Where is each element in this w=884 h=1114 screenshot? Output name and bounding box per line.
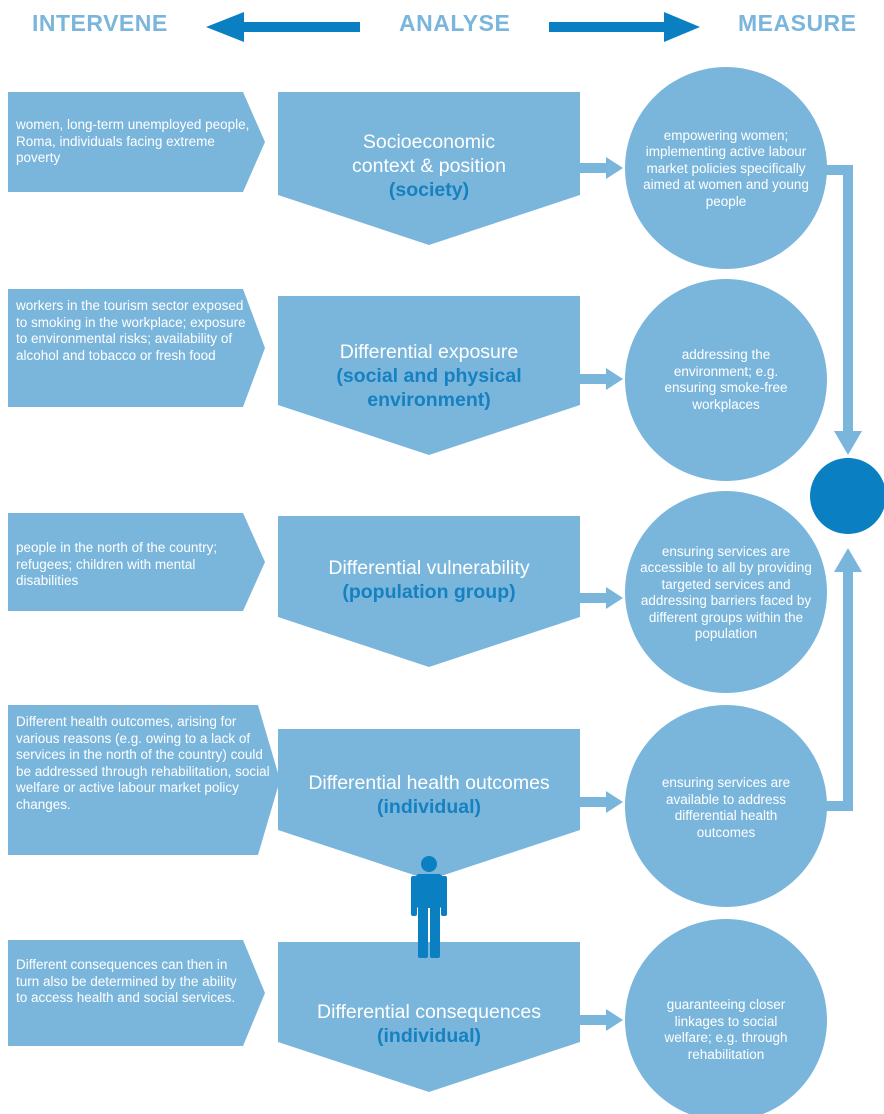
- analysis-title-5: Differential consequences: [316, 1001, 542, 1023]
- header-measure: MEASURE: [738, 10, 857, 36]
- analysis-title-3: Differential vulnerability: [328, 557, 530, 579]
- analysis-subtitle-2: (social and physical environment): [336, 365, 522, 411]
- analysis-pentagon-1: [278, 92, 580, 245]
- analysis-title-2: Differential exposure: [339, 341, 519, 363]
- connector-arrow-5: [580, 1009, 623, 1031]
- measure-text-3: ensuring services are accessible to all …: [640, 543, 812, 642]
- population-box-1: [8, 92, 265, 192]
- analysis-subtitle-3: (population group): [342, 581, 516, 603]
- analysis-text-1: Socioeconomic context & position (societ…: [278, 130, 580, 202]
- header-arrow-left: [206, 12, 360, 42]
- population-box-4: [8, 705, 280, 855]
- measure-circle-2: [625, 279, 827, 481]
- hub-circle: [810, 458, 884, 534]
- measure-text-5: guaranteeing closer linkages to social w…: [664, 997, 788, 1062]
- analysis-subtitle-4: (individual): [377, 796, 481, 818]
- analysis-title-4: Differential health outcomes: [308, 772, 550, 794]
- connector-arrow-3: [580, 587, 623, 609]
- analysis-text-3: Differential vulnerability (population g…: [278, 556, 580, 604]
- analysis-pentagon-3: [278, 516, 580, 667]
- feedback-arrow-up: [822, 548, 862, 811]
- population-text-1: women, long-term unemployed people, Roma…: [16, 117, 250, 165]
- connector-arrow-4: [580, 791, 623, 813]
- population-text-4: Different health outcomes, arising for v…: [16, 714, 270, 812]
- measure-circle-1: [625, 67, 827, 269]
- analysis-title-1: Socioeconomic context & position: [352, 131, 506, 177]
- feedback-arrow-down: [822, 165, 862, 455]
- connector-arrow-1: [580, 157, 623, 179]
- analysis-pentagon-5: [278, 942, 580, 1092]
- header-analyse: ANALYSE: [399, 10, 511, 36]
- analysis-text-5: Differential consequences (individual): [278, 1000, 580, 1048]
- measure-circle-3: [625, 491, 827, 693]
- population-text-2: workers in the tourism sector exposed to…: [16, 298, 246, 363]
- population-box-5: [8, 940, 265, 1046]
- population-box-3: [8, 513, 265, 611]
- analysis-pentagon-2: [278, 296, 580, 455]
- population-text-5: Different consequences can then in turn …: [16, 957, 237, 1005]
- population-text-3: people in the north of the country; refu…: [16, 540, 218, 588]
- measure-text-2: addressing the environment; e.g. ensurin…: [664, 347, 788, 412]
- header-intervene: INTERVENE: [32, 10, 168, 36]
- measure-text-4: ensuring services are available to addre…: [661, 775, 791, 840]
- measure-circle-4: [625, 705, 827, 907]
- measure-text-1: empowering women; implementing active la…: [643, 127, 809, 209]
- population-box-2: [8, 289, 265, 407]
- analysis-subtitle-5: (individual): [377, 1025, 481, 1047]
- analysis-text-4: Differential health outcomes (individual…: [278, 771, 580, 819]
- analysis-text-2: Differential exposure (social and physic…: [278, 340, 580, 412]
- analysis-subtitle-1: (society): [388, 179, 470, 201]
- measure-circle-5: [625, 919, 827, 1114]
- connector-arrow-2: [580, 368, 623, 390]
- header-arrow-right: [549, 12, 700, 42]
- analysis-pentagon-4: [278, 729, 580, 880]
- person-icon: [411, 856, 447, 958]
